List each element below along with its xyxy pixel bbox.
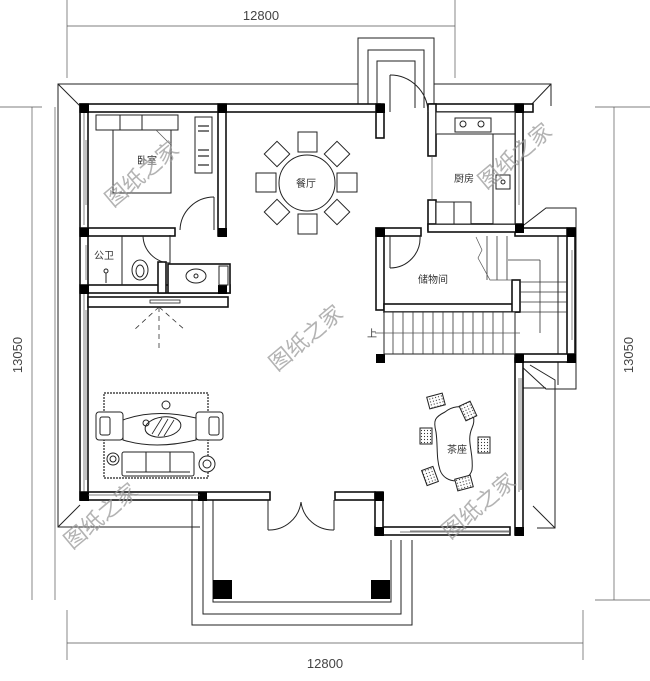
room-label-bedroom: 卧室	[137, 154, 157, 167]
structural-columns	[80, 104, 576, 599]
dimension-left-label: 13050	[10, 337, 25, 373]
dimension-bottom: 12800	[66, 610, 584, 671]
dining-furniture	[255, 131, 358, 235]
watermark-3: 图纸之家	[265, 301, 348, 377]
entry-arrow	[133, 306, 186, 350]
stair-up-label: 上	[367, 328, 377, 340]
tea-furniture	[419, 392, 491, 492]
windows	[85, 140, 573, 533]
room-label-bathroom: 公卫	[94, 251, 114, 262]
staircase: 上	[367, 236, 567, 355]
bedroom-furniture	[95, 114, 213, 194]
bathroom-fixtures	[103, 236, 229, 286]
watermark-4: 图纸之家	[60, 479, 143, 555]
living-furniture	[95, 392, 224, 479]
room-label-tea: 茶座	[447, 443, 467, 456]
room-label-dining: 餐厅	[296, 177, 316, 190]
dimension-left: 13050	[0, 106, 56, 600]
dimension-right-label: 13050	[621, 337, 636, 373]
doors	[142, 74, 433, 531]
room-label-kitchen: 厨房	[454, 172, 474, 185]
kitchen-furniture	[435, 111, 516, 225]
dimension-top-label: 12800	[243, 8, 279, 23]
room-labels: 卧室 餐厅 厨房 公卫 储物间 茶座	[94, 154, 474, 456]
room-label-storage: 储物间	[418, 273, 448, 286]
dimension-top: 12800	[66, 0, 456, 78]
dimension-right: 13050	[595, 106, 650, 601]
dimension-bottom-label: 12800	[307, 656, 343, 671]
